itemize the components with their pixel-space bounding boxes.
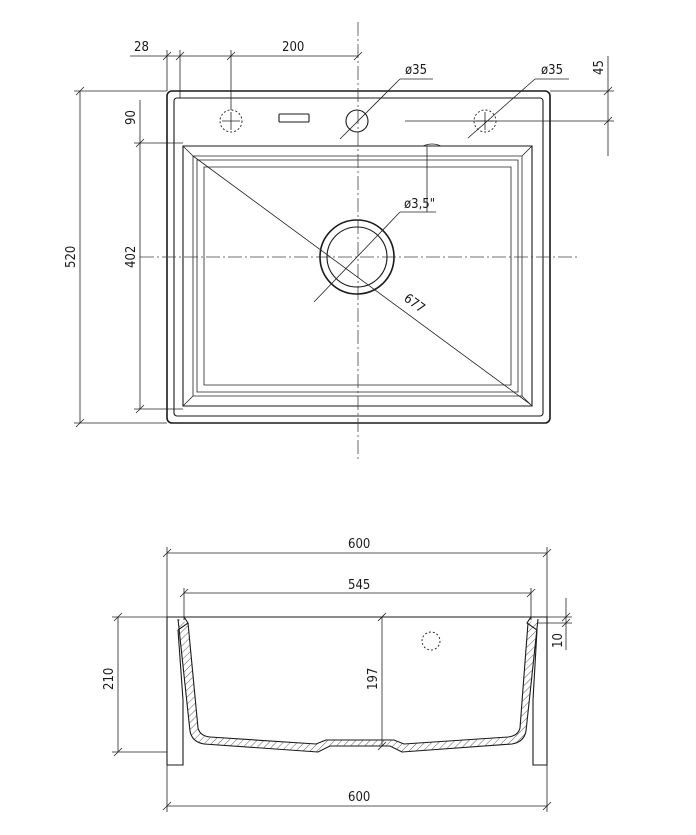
dim-bowl-width: 545: [348, 578, 370, 593]
right-wall-section: [526, 616, 548, 766]
dim-tap-depth: 45: [592, 60, 607, 75]
dim-diagonal: 677: [401, 291, 428, 316]
dim-tap-spacing: 200: [282, 40, 304, 55]
dim-rim-thickness: 10: [551, 633, 566, 648]
bowl-section-outer: [177, 618, 539, 753]
bowl-section-inner: [187, 622, 529, 745]
overflow-slot: [278, 113, 310, 123]
dim-bowl-height: 197: [366, 668, 381, 690]
tap-hole-center: [345, 109, 369, 133]
dim-overall-height: 210: [102, 668, 117, 690]
dim-drain: ø3,5": [404, 197, 435, 212]
top-view: 677 ø3,5" 28 200 ø35 ø35 45: [64, 22, 614, 462]
dim-bowl-depth: 402: [124, 246, 139, 268]
dim-overall-width-bottom: 600: [348, 790, 370, 805]
section-view: 600 545 10: [102, 537, 572, 812]
overflow-hole-section: [421, 631, 441, 651]
tap-hole-left: [219, 109, 243, 133]
dim-deck-width: 90: [124, 110, 139, 125]
drain-inner: [326, 226, 388, 288]
dim-overall-depth: 520: [64, 246, 79, 268]
left-wall-section: [166, 616, 189, 766]
dim-overall-width-top: 600: [348, 537, 370, 552]
dim-tap-hole-right: ø35: [541, 63, 563, 78]
drain-outer: [319, 219, 395, 295]
dim-tap-hole-left: ø35: [405, 63, 427, 78]
dim-tap-offset: 28: [134, 40, 149, 55]
